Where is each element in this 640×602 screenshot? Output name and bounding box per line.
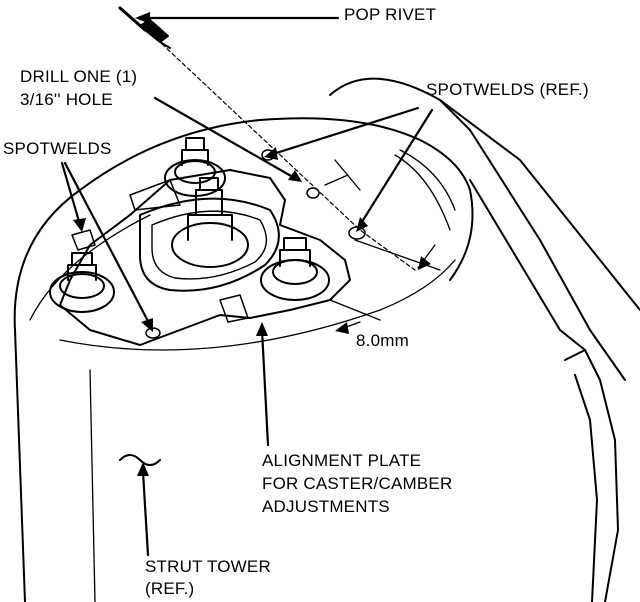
leader-spotwelds-2	[63, 161, 152, 327]
stud-nut-right	[260, 237, 330, 301]
alignment-plate	[59, 169, 351, 346]
leader-spotweld-ref-1	[268, 106, 420, 157]
label-drill-line2: 3/16'' HOLE	[20, 90, 113, 109]
leader-strut-tower	[141, 470, 150, 557]
label-alignment-line3: ADJUSTMENTS	[262, 497, 390, 516]
label-spotwelds: SPOTWELDS	[3, 139, 112, 158]
label-strut-line2: (REF.)	[145, 579, 195, 598]
stud-nut-center	[171, 177, 249, 268]
label-dimension: 8.0mm	[356, 331, 409, 350]
label-drill-line1: DRILL ONE (1)	[20, 67, 138, 86]
label-strut-line1: STRUT TOWER	[145, 557, 271, 576]
leader-drill-hole	[153, 96, 300, 182]
dimension-8mm	[329, 239, 441, 331]
leader-spotwelds-1	[60, 161, 82, 227]
arrowheads	[73, 12, 431, 476]
label-alignment-line2: FOR CASTER/CAMBER	[262, 474, 453, 493]
leader-lines	[60, 16, 434, 557]
leader-spotweld-ref-2	[358, 108, 434, 227]
body-panel	[329, 77, 640, 602]
rivet-guide-line	[161, 43, 416, 271]
label-alignment-line1: ALIGNMENT PLATE	[262, 451, 422, 470]
leader-alignment-plate	[260, 328, 270, 447]
stud-nut-top-left	[164, 137, 226, 197]
tilde-mark	[119, 454, 161, 466]
stud-nut-left	[49, 252, 115, 313]
label-pop-rivet: POP RIVET	[344, 5, 437, 24]
strut-tower-outline	[13, 117, 474, 602]
pop-rivet	[118, 6, 171, 49]
label-spotwelds-ref: SPOTWELDS (REF.)	[426, 80, 589, 99]
